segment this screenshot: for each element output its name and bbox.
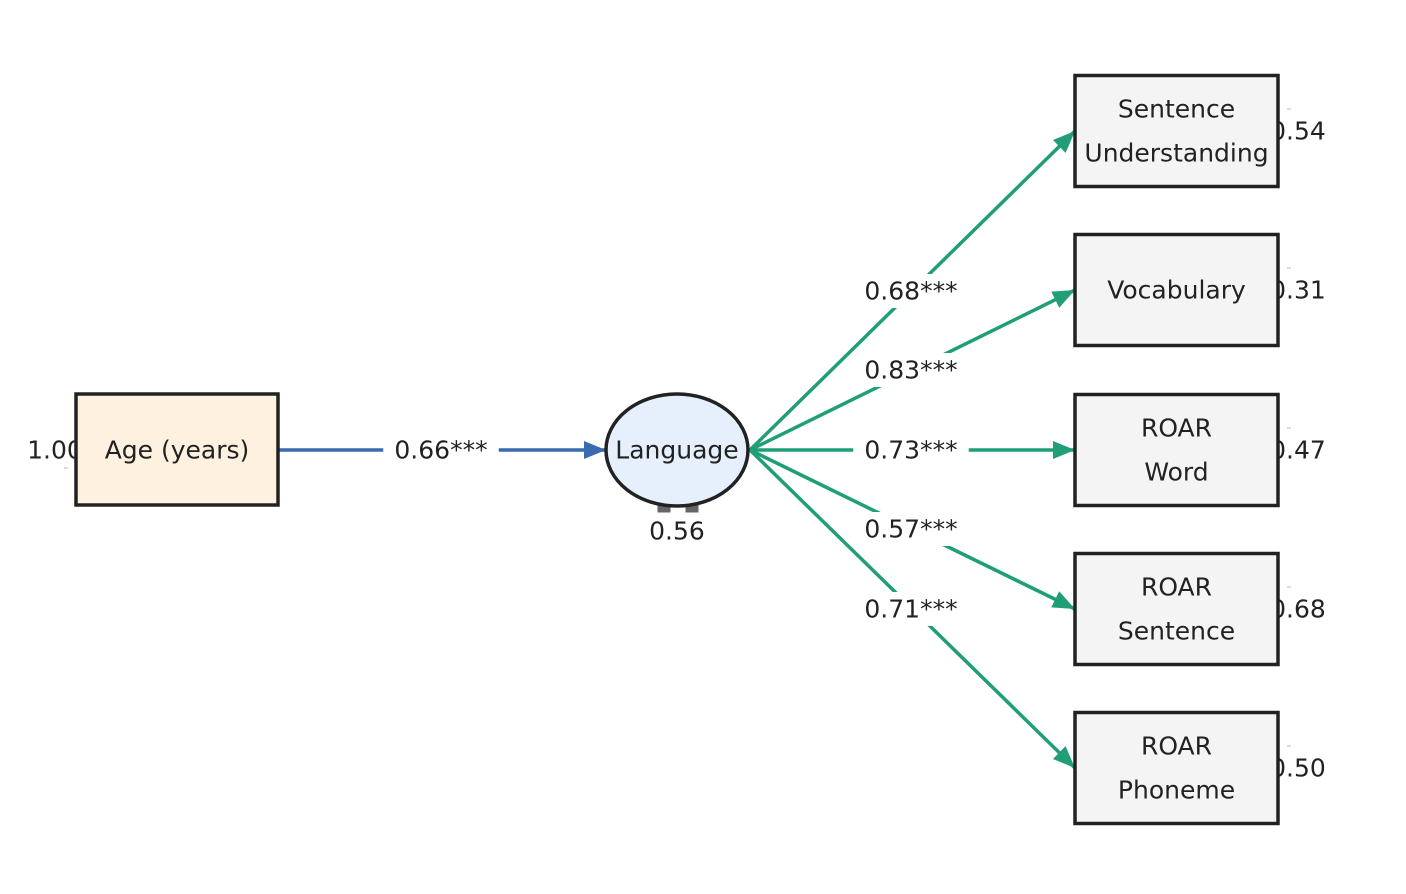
factor-loading: 0.73*** <box>864 436 957 465</box>
indicator-node <box>1073 710 1280 826</box>
factor-loading-bg <box>853 274 969 308</box>
regression-path-arrowhead <box>584 441 606 459</box>
indicator-label: Sentence <box>1118 95 1235 124</box>
language-latent-node <box>604 392 750 508</box>
indicator-node <box>1073 232 1280 348</box>
age-node-label: Age (years) <box>105 436 250 465</box>
factor-loading-bg <box>853 592 969 626</box>
indicator-label: Word <box>1144 458 1208 487</box>
regression-coefficient: 0.66*** <box>394 436 487 465</box>
indicator-node <box>1073 73 1280 189</box>
regression-coefficient-bg <box>383 433 499 467</box>
factor-loading: 0.83*** <box>864 356 957 385</box>
loading-path-arrowhead <box>1051 290 1075 308</box>
indicator-label: ROAR <box>1141 573 1212 602</box>
indicator-label: ROAR <box>1141 732 1212 761</box>
factor-loading: 0.57*** <box>864 515 957 544</box>
indicator-label: Phoneme <box>1118 776 1235 805</box>
indicator-node <box>1073 551 1280 667</box>
loading-path-arrowhead <box>1051 591 1075 609</box>
latent-residual-variance: 0.56 <box>649 517 705 546</box>
loading-path-arrowhead <box>1053 441 1075 459</box>
loading-path-arrowhead <box>1052 131 1075 153</box>
language-latent-label: Language <box>615 436 738 465</box>
loading-path-arrowhead <box>1052 746 1075 768</box>
indicator-node <box>1073 392 1280 508</box>
factor-loading: 0.68*** <box>864 277 957 306</box>
factor-loading-bg <box>853 433 969 467</box>
age-node <box>74 392 280 507</box>
indicator-label: Sentence <box>1118 617 1235 646</box>
factor-loading-bg <box>853 353 969 387</box>
factor-loading: 0.71*** <box>864 595 957 624</box>
indicator-label: ROAR <box>1141 414 1212 443</box>
age-residual-variance: 1.00 <box>27 436 83 465</box>
indicator-label: Understanding <box>1084 139 1268 168</box>
indicator-label: Vocabulary <box>1107 276 1246 305</box>
factor-loading-bg <box>853 512 969 546</box>
